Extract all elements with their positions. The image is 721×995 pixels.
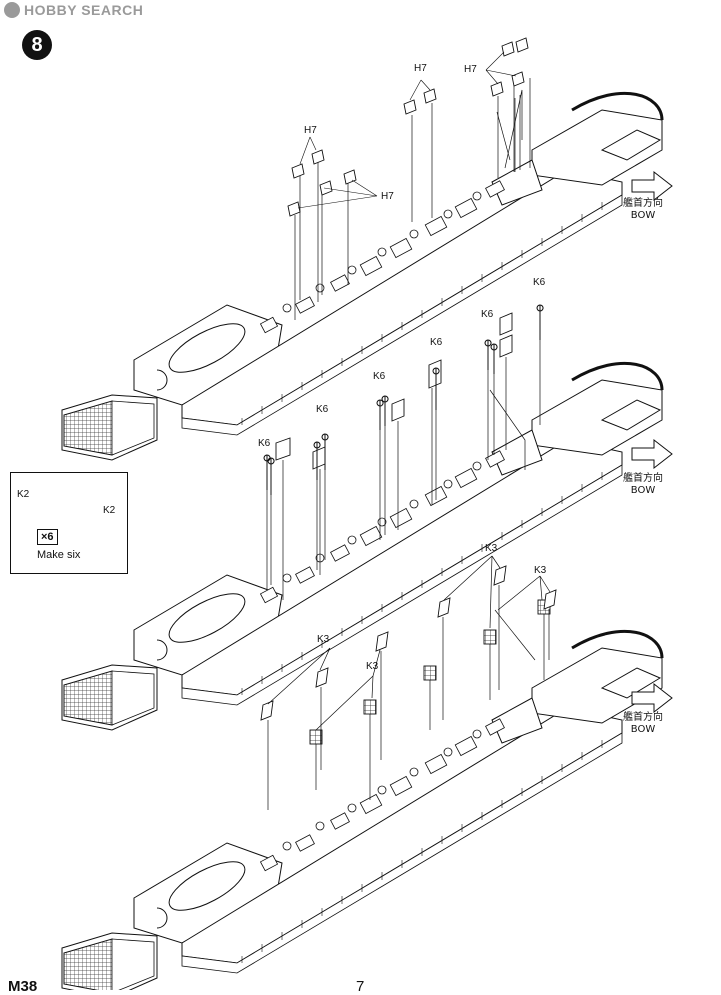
bow-label-2: 艦首方向 BOW: [613, 473, 673, 497]
quantity-badge: ×6: [37, 529, 58, 545]
hull-diagram-1: [60, 37, 673, 462]
label-k6-a: K6: [533, 277, 546, 288]
label-k6-d: K6: [373, 371, 386, 382]
label-k6-b: K6: [481, 309, 494, 320]
bow-jp-1: 艦首方向: [623, 198, 663, 209]
make-six-caption: Make six: [37, 549, 81, 561]
label-h7-c: H7: [304, 125, 317, 136]
bow-label-1: 艦首方向 BOW: [613, 198, 673, 222]
hull-diagram-2: [60, 304, 673, 732]
label-k6-c: K6: [430, 337, 443, 348]
hull-diagram-3: [60, 555, 673, 990]
subassembly-inset: K2 K2 ×6 Make six: [10, 472, 128, 574]
label-k3-d: K3: [366, 661, 379, 672]
hobbysearch-logo: HOBBY SEARCH: [4, 2, 143, 18]
bow-label-3: 艦首方向 BOW: [613, 712, 673, 736]
bow-en-1: BOW: [630, 210, 656, 221]
label-h7-b: H7: [464, 64, 477, 75]
inset-label-k2-right: K2: [103, 505, 116, 516]
label-k3-b: K3: [534, 565, 547, 576]
step-number-badge: 8: [22, 30, 52, 60]
logo-text: HOBBY SEARCH: [24, 2, 144, 18]
page-number: 7: [356, 978, 365, 995]
label-k3-c: K3: [317, 634, 330, 645]
inset-label-k2-left: K2: [17, 489, 30, 500]
bow-jp-2: 艦首方向: [623, 473, 663, 484]
label-k6-e: K6: [316, 404, 329, 415]
label-h7-a: H7: [414, 63, 427, 74]
bow-en-2: BOW: [630, 485, 656, 496]
bow-jp-3: 艦首方向: [623, 712, 663, 723]
part-code: M38: [8, 978, 38, 995]
bow-en-3: BOW: [630, 724, 656, 735]
label-h7-d: H7: [381, 191, 394, 202]
label-k3-a: K3: [485, 543, 498, 554]
logo-circle-icon: [4, 2, 20, 18]
label-k6-f: K6: [258, 438, 271, 449]
